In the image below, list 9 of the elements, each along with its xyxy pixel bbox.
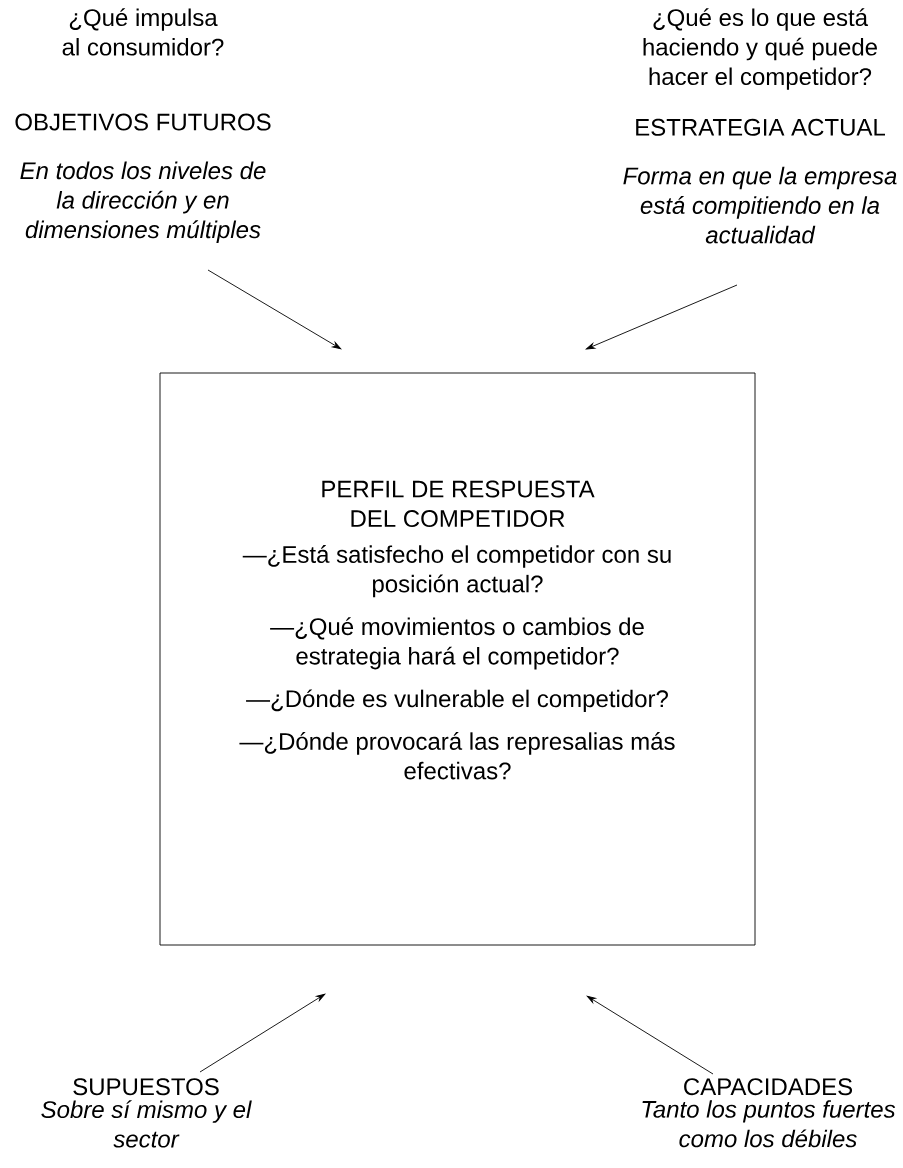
factor-text: ¿Qué es lo que está haciendo y qué puede hacer el competidor? ESTRATEGIA ACTUAL Forma en que la empresa está compitiendo en la actualidad — [623, 8, 897, 244]
arrow — [586, 995, 714, 1075]
profile-box: PERFIL DE RESPUESTA DEL COMPETIDOR —¿Está satisfecho el competidor con su posición actual? —¿Qué movimientos o cambios de estrategia hará el competidor? —¿Dónde es vulnerable el competidor? —¿Dónde provocará las represalias más efectivas? — [159, 372, 756, 946]
factor-text: SUPUESTOS Sobre sí mismo y el sector — [41, 1078, 252, 1148]
arrow — [207, 269, 342, 350]
arrow — [585, 284, 738, 350]
factor-text: CAPACIDADES Tanto los puntos fuertes como los débiles — [642, 1078, 896, 1148]
arrow — [199, 993, 326, 1073]
factor-text: ¿Qué impulsa al consumidor? OBJETIVOS FUTUROS En todos los niveles de la dirección y en dimensiones múltiples — [15, 8, 271, 243]
